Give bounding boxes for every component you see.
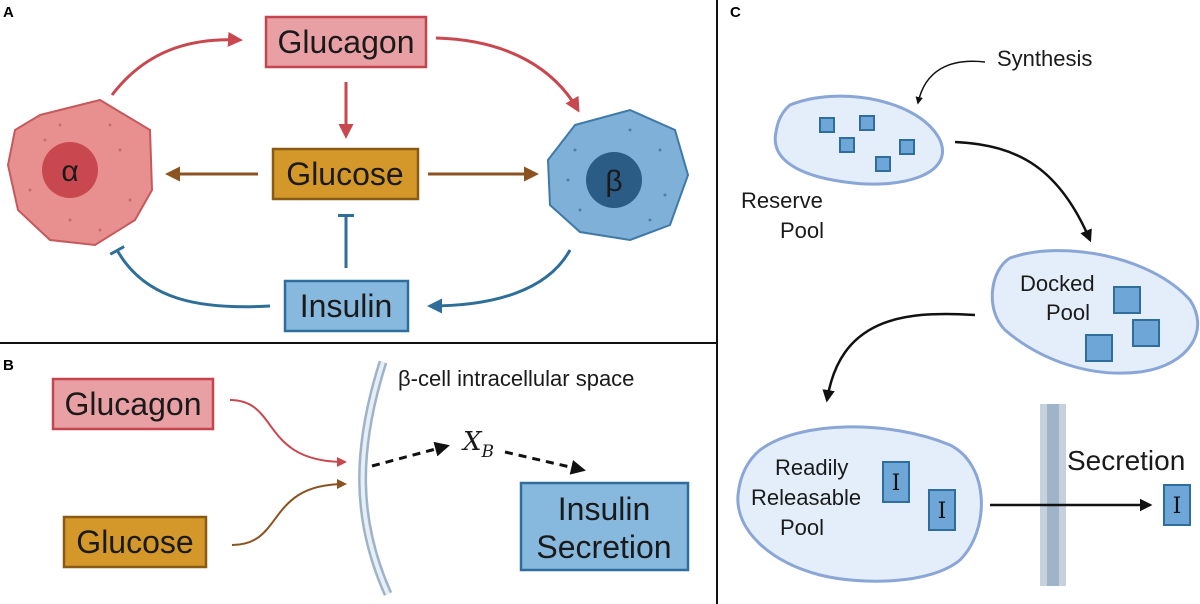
beta-symbol: β — [605, 165, 622, 198]
panel-c: Synthesis Reserve Pool Docked Pool Readi… — [736, 46, 1200, 586]
reserve-pool — [773, 94, 944, 186]
glucagon-box — [264, 15, 428, 69]
insulin-secretion-line1: Insulin — [558, 491, 651, 527]
beta-cell: β — [546, 108, 690, 242]
alpha-symbol: α — [61, 155, 78, 188]
panel-b: β-cell intracellular space Glucagon Gluc… — [51, 360, 690, 596]
synthesis-label: Synthesis — [997, 46, 1092, 71]
readily-releasable-pool — [736, 425, 983, 583]
arrow-docked-to-rrp — [822, 312, 976, 403]
arrow-synthesis — [915, 60, 986, 105]
reserve-granules — [819, 115, 915, 172]
rrp-label-1: Readily — [775, 455, 848, 480]
granule-label-1: I — [892, 471, 901, 496]
granule-label-2: I — [938, 499, 947, 524]
rrp-label-3: Pool — [780, 515, 824, 540]
glucagon-label: Glucagon — [278, 24, 415, 60]
arrow-xb-to-secretion — [504, 450, 586, 475]
docked-granules — [1085, 286, 1160, 362]
reserve-label-1: Reserve — [741, 188, 823, 213]
reserve-label-2: Pool — [780, 218, 824, 243]
rrp-label-2: Releasable — [751, 485, 861, 510]
glucose-box — [271, 147, 420, 201]
glucose-label-b: Glucose — [76, 524, 193, 560]
secretion-label: Secretion — [1067, 445, 1185, 476]
insulin-box — [283, 279, 410, 333]
insulin-label: Insulin — [300, 288, 393, 324]
arrow-glucose-to-membrane — [231, 479, 347, 546]
alpha-nucleus — [42, 142, 98, 198]
glucose-label: Glucose — [286, 156, 403, 192]
glucagon-box-b — [51, 377, 215, 431]
arrow-membrane-to-xb — [371, 441, 450, 468]
inhibit-insulin-to-alpha — [109, 245, 271, 309]
panel-label-b: B — [3, 357, 14, 374]
insulin-secretion-box — [519, 481, 690, 572]
arrow-glucagon-to-beta — [435, 36, 580, 113]
docked-label-1: Docked — [1020, 271, 1095, 296]
arrow-beta-to-insulin — [427, 249, 572, 314]
rrp-granules: I I — [882, 461, 956, 531]
alpha-cell: α — [6, 98, 154, 247]
xb-label: XB — [461, 427, 494, 462]
insulin-secretion-line2: Secretion — [536, 529, 671, 565]
glucose-box-b — [62, 515, 208, 569]
docked-label-2: Pool — [1046, 300, 1090, 325]
granule-label-3: I — [1173, 494, 1182, 519]
panel-label-a: A — [3, 4, 14, 21]
intracellular-space-label: β-cell intracellular space — [398, 366, 634, 391]
panel-a: α β Glucagon Glucose Insulin — [6, 15, 690, 333]
panel-label-c: C — [730, 4, 741, 21]
beta-nucleus — [586, 152, 642, 208]
arrow-alpha-to-glucagon — [110, 31, 243, 96]
glucagon-label-b: Glucagon — [65, 386, 202, 422]
arrow-reserve-to-docked — [954, 140, 1092, 243]
secreted-granule — [1163, 484, 1191, 526]
arrow-glucagon-to-membrane — [229, 399, 347, 467]
